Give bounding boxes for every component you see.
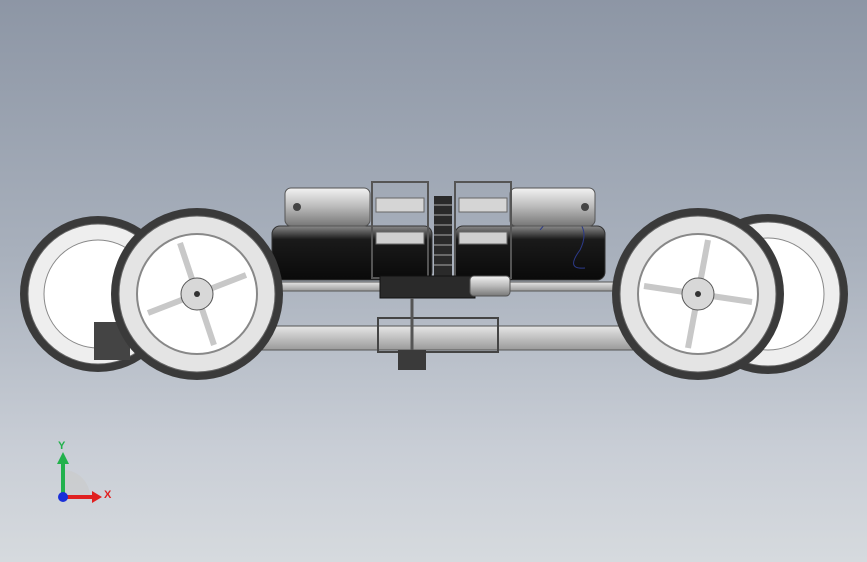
lower-bracket <box>377 317 499 353</box>
center-gear <box>434 196 452 276</box>
drive-housing <box>379 275 476 299</box>
small-motor <box>469 275 511 297</box>
triad-x-label: X <box>104 489 112 501</box>
chain <box>398 350 426 370</box>
left-motor <box>284 187 371 227</box>
triad-y-label: Y <box>58 440 66 452</box>
wheel-front-right <box>612 208 784 380</box>
gear-teeth <box>434 204 452 266</box>
wheel-front-left <box>111 208 283 380</box>
coordinate-triad-icon <box>57 452 102 503</box>
